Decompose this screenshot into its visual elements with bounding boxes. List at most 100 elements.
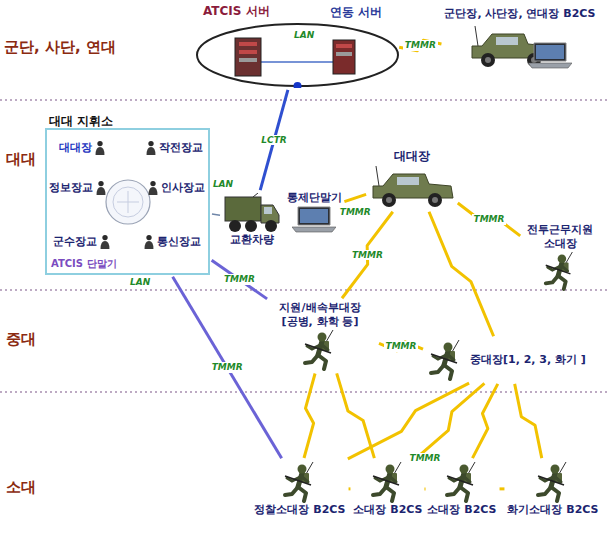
platoon-leader: 소대장 B2CS [426, 460, 497, 518]
network-label: LAN [292, 30, 316, 40]
laptop-group [528, 43, 572, 68]
node-caption: 화기소대장 B2CS [507, 503, 598, 517]
soldier-icon [300, 329, 340, 371]
rack-slot [336, 44, 352, 48]
control-terminal: 통제단말기 [286, 190, 343, 234]
server-rack [333, 40, 355, 74]
window [264, 207, 272, 214]
link-label: LCTR [259, 135, 288, 146]
body [149, 187, 158, 195]
wheel [481, 53, 495, 67]
soldier-icon [541, 251, 579, 291]
row-divider [0, 391, 610, 393]
officer-name: 대대장 [59, 141, 92, 154]
person-icon [145, 140, 157, 156]
link-line [304, 373, 315, 458]
rack-slot [239, 42, 257, 46]
head [98, 181, 103, 186]
link-line [344, 194, 366, 201]
link-label: TMMR [403, 40, 438, 51]
emblem-cross [117, 191, 139, 213]
ellipse-outline [197, 24, 398, 86]
wheel [382, 193, 396, 207]
truck-icon [223, 193, 281, 233]
emblem-ring [113, 187, 143, 217]
person-icon [95, 180, 107, 196]
body [147, 147, 156, 155]
server-rack [235, 38, 261, 76]
leg [538, 487, 551, 495]
echelon-label: 군단, 사단, 연대 [4, 38, 116, 57]
hub [386, 197, 392, 203]
terminal-label: ATCIS 단말기 [51, 257, 117, 271]
link-line [416, 383, 485, 458]
officer-name: 작전장교 [159, 141, 203, 154]
antenna [559, 462, 566, 474]
rack-slot [239, 50, 257, 54]
person-icon [94, 140, 106, 156]
officer: 정보장교 [49, 180, 107, 196]
server-title: ATCIS 서버 [203, 3, 270, 20]
row-divider [0, 99, 610, 101]
echelon-label: 소대 [6, 478, 36, 497]
node-caption: 중대장[1, 2, 3, 화기 ] [470, 353, 586, 367]
node-caption: 군단장, 사단장, 연대장 B2CS [444, 7, 595, 21]
link-line [458, 203, 520, 236]
link-label: TMMR [408, 453, 443, 464]
connector-group [173, 40, 542, 489]
link-line [337, 373, 375, 458]
node-caption: 정찰소대장 B2CS [254, 503, 345, 517]
row-divider [0, 289, 610, 291]
echelon-label: 중대 [6, 330, 36, 349]
officer-name: 군수장교 [53, 235, 97, 248]
platoon-leader: 정찰소대장 B2CS [253, 460, 346, 518]
antenna [253, 193, 258, 197]
leg [431, 365, 444, 373]
officer: 대대장 [59, 140, 106, 156]
leg [546, 275, 558, 283]
window [496, 37, 518, 45]
link-line [515, 384, 542, 458]
link-line [212, 260, 267, 299]
node-caption: 교환차량 [230, 233, 274, 247]
leg [305, 355, 318, 363]
screen-frame [534, 43, 566, 61]
link-label: TMMR [222, 274, 257, 285]
link-line [379, 342, 423, 351]
link-line [500, 487, 505, 490]
switch-truck: 교환차량 [222, 192, 282, 248]
rack-slot [239, 58, 257, 62]
officer: 군수장교 [53, 234, 111, 250]
body [145, 241, 154, 249]
officer: 통신장교 [143, 234, 201, 250]
cargo-box [225, 197, 261, 221]
soldier-icon [280, 461, 320, 503]
leg [551, 487, 559, 501]
leg [285, 487, 298, 495]
company-leader: 중대장[1, 2, 3, 화기 ] [425, 338, 587, 382]
helmet [318, 332, 327, 341]
rifle [431, 354, 457, 363]
server-label: 연동 서버 [330, 4, 382, 21]
screen-frame [298, 207, 330, 225]
link-label: TMMR [472, 214, 507, 225]
link-label: LAN [211, 179, 235, 190]
soldier-icon [368, 461, 408, 503]
rifle [447, 476, 473, 485]
node-caption: 소대장 B2CS [427, 503, 496, 517]
jeeplap-icon [468, 21, 572, 69]
head [97, 141, 102, 146]
rifle [538, 476, 564, 485]
helmet [297, 465, 306, 474]
helmet [385, 465, 394, 474]
node-caption: 통제단말기 [287, 191, 342, 205]
antenna [566, 252, 573, 263]
keyboard [292, 227, 336, 232]
node-caption: 전투근무지원 소대장 [523, 223, 597, 251]
officer-name: 통신장교 [157, 235, 201, 248]
soldier-icon [442, 461, 482, 503]
platoon-leader: 화기소대장 B2CS [506, 460, 599, 518]
network-label: LAN [128, 277, 152, 287]
link-line [173, 277, 282, 459]
